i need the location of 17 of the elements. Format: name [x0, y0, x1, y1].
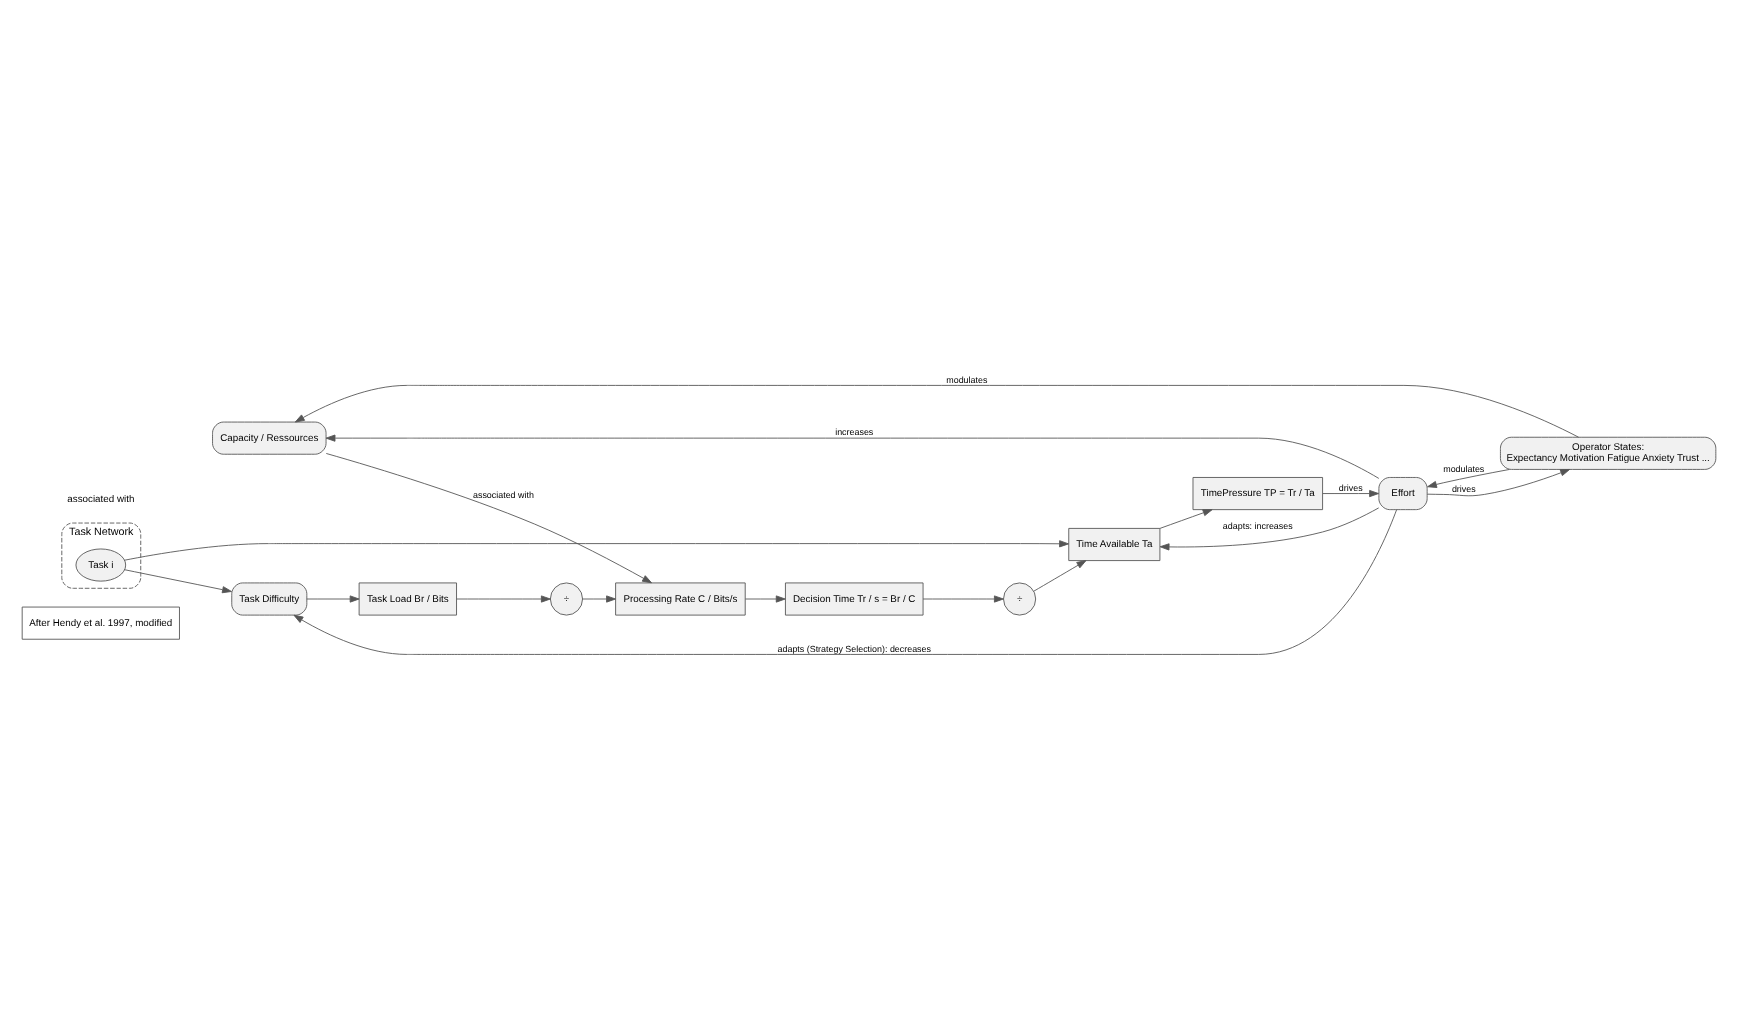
arrow [124, 568, 232, 593]
arrow [1427, 468, 1510, 487]
arrow [582, 594, 616, 602]
arrow [124, 539, 1069, 560]
arrow [306, 594, 360, 602]
arrow [294, 383, 1580, 437]
arrow [325, 433, 1380, 478]
arrow [456, 594, 551, 602]
arrow [1033, 559, 1087, 591]
arrow [1159, 506, 1380, 550]
arrow [325, 452, 652, 583]
arrow [922, 594, 1004, 602]
arrow [293, 508, 1397, 654]
arrow [1159, 508, 1213, 528]
arrow [1426, 468, 1570, 496]
arrow [1322, 488, 1379, 497]
arrow [744, 594, 786, 602]
